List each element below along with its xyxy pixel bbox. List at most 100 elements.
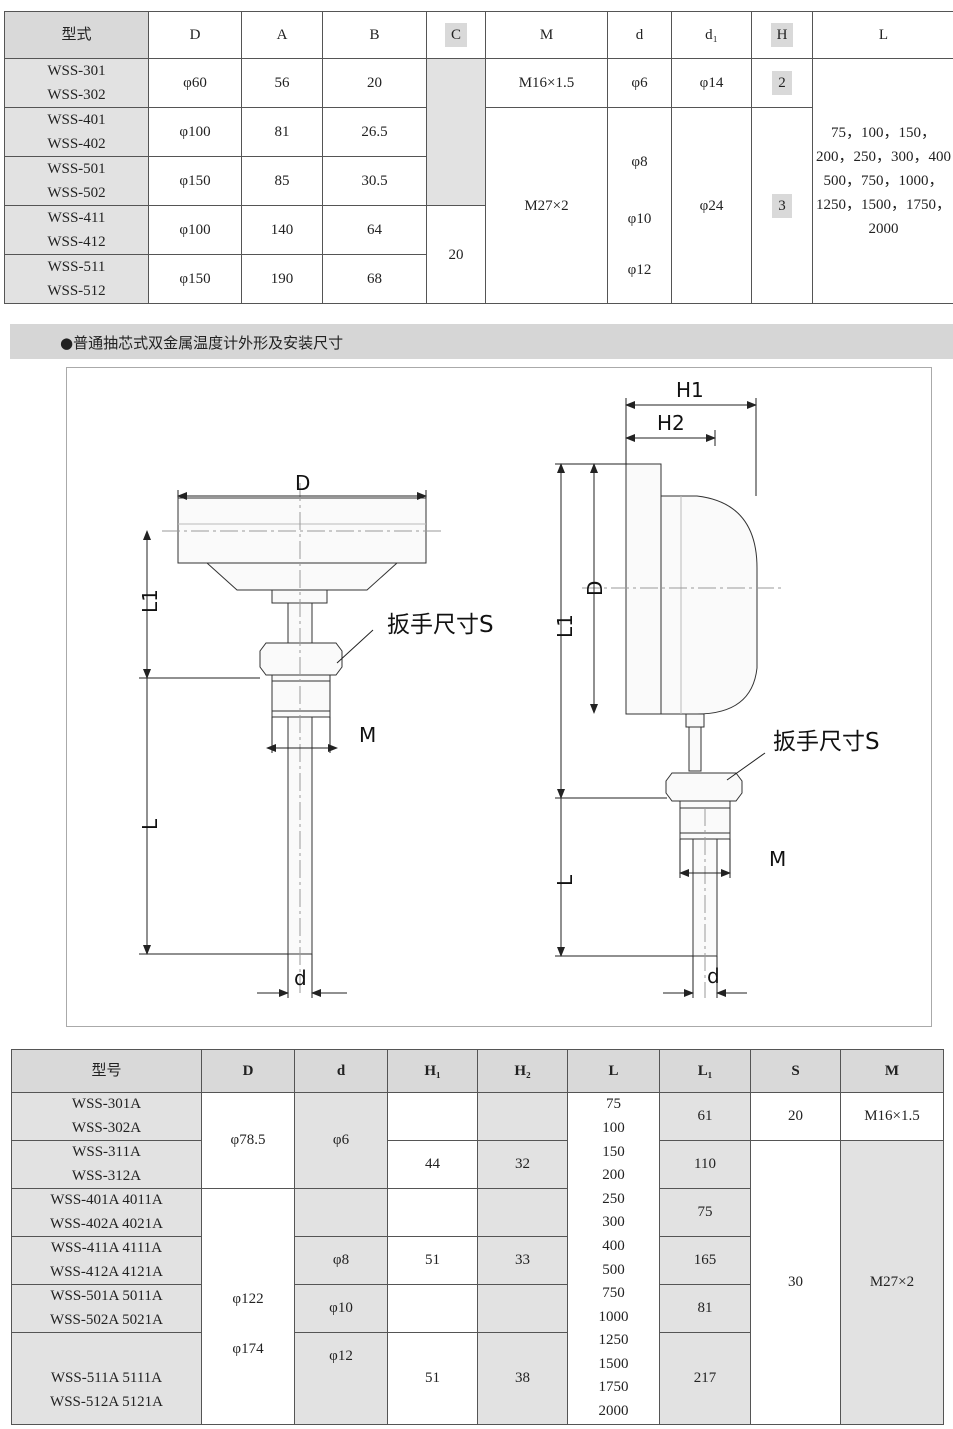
A-cell: 85	[241, 156, 323, 206]
d-cell: φ8	[294, 1236, 388, 1285]
d1-cell: φ24	[671, 107, 752, 304]
M-cell: M27×2	[840, 1140, 944, 1425]
label-M: M	[359, 723, 376, 747]
header-D: D	[201, 1049, 295, 1093]
model-cell: WSS-501 WSS-502	[4, 156, 149, 206]
header-M: M	[840, 1049, 944, 1093]
L1-cell: 75	[659, 1188, 751, 1237]
hex-nut	[665, 772, 743, 802]
model-cell: WSS-301A WSS-302A	[11, 1092, 202, 1141]
H1-cell: 44	[387, 1140, 478, 1189]
L-value: 1000	[598, 1308, 629, 1325]
B-cell: 68	[322, 254, 427, 304]
model-cell: WSS-511A 5111A WSS-512A 5121A	[11, 1332, 202, 1425]
H1-cell: 51	[387, 1236, 478, 1285]
D-cell: φ150	[148, 254, 242, 304]
L-value: 1500	[598, 1355, 629, 1372]
L-value: 300	[602, 1214, 625, 1231]
header-d1: d₁	[671, 11, 752, 59]
header-L1: L₁	[659, 1049, 751, 1093]
H2-cell-blank	[477, 1284, 568, 1333]
label-d: d	[294, 966, 307, 990]
L-value: 750	[602, 1285, 625, 1302]
header-H: H	[751, 11, 813, 59]
model-line: WSS-411A 4111A	[50, 1240, 163, 1256]
header-d: d	[607, 11, 672, 59]
model-cell: WSS-501A 5011A WSS-502A 5021A	[11, 1284, 202, 1333]
D-value: φ174	[232, 1340, 264, 1357]
L1-cell: 81	[659, 1284, 751, 1333]
H2-cell-blank	[477, 1188, 568, 1237]
L-value: 1750	[598, 1379, 629, 1396]
model-line: WSS-412A 4121A	[50, 1263, 163, 1280]
right-view	[582, 463, 785, 998]
model-cell: WSS-411 WSS-412	[4, 205, 149, 255]
H1-cell-blank	[387, 1188, 478, 1237]
C-cell-blank	[426, 58, 486, 206]
model-cell: WSS-301 WSS-302	[4, 58, 149, 108]
header-d: d	[294, 1049, 388, 1093]
section-header: ●普通抽芯式双金属温度计外形及安装尺寸	[10, 324, 953, 359]
label-M-right: M	[769, 847, 786, 871]
label-H1: H1	[676, 378, 704, 402]
model-cell: WSS-401 WSS-402	[4, 107, 149, 157]
D-cell: φ60	[148, 58, 242, 108]
H1-cell: 51	[387, 1332, 478, 1425]
L-value: 75	[606, 1096, 621, 1113]
model-line: WSS-401A 4011A	[50, 1192, 163, 1208]
D-cell: φ100	[148, 205, 242, 255]
L-value: 1250	[598, 1332, 629, 1349]
model-cell: WSS-511 WSS-512	[4, 254, 149, 304]
case-body	[660, 495, 758, 715]
C-cell: 20	[426, 205, 486, 304]
model-line: WSS-312A	[71, 1167, 142, 1184]
M-cell: M27×2	[485, 107, 608, 304]
d-cell-blank	[294, 1188, 388, 1237]
model-line: WSS-302A	[71, 1119, 142, 1136]
L-cell: 75 100 150 200 250 300 400 500 750 1000 …	[567, 1092, 660, 1425]
header-model: 型式	[4, 11, 149, 59]
S-cell: 20	[750, 1092, 841, 1141]
A-cell: 56	[241, 58, 323, 108]
L-value: 500	[602, 1261, 625, 1278]
L-value: 100	[602, 1119, 625, 1136]
L1-cell: 110	[659, 1140, 751, 1189]
model-cell: WSS-411A 4111A WSS-412A 4121A	[11, 1236, 202, 1285]
model-line: WSS-512A 5121A	[50, 1393, 163, 1410]
header-B: B	[322, 11, 427, 59]
A-cell: 81	[241, 107, 323, 157]
d-cell: φ6	[294, 1092, 388, 1189]
L-value: 150	[602, 1143, 625, 1160]
label-wrench-right: 扳手尺寸S	[773, 729, 880, 755]
label-D-right: D	[583, 581, 607, 596]
H-cell: 3	[751, 107, 813, 304]
M-cell: M16×1.5	[485, 58, 608, 108]
model-line: WSS-501A 5011A	[50, 1288, 163, 1304]
A-cell: 140	[241, 205, 323, 255]
header-model: 型号	[11, 1049, 202, 1093]
d-value: φ12	[627, 262, 652, 278]
header-H2: H₂	[477, 1049, 568, 1093]
D-value: φ122	[232, 1290, 264, 1307]
M-cell: M16×1.5	[840, 1092, 944, 1141]
header-D: D	[148, 11, 242, 59]
A-cell: 190	[241, 254, 323, 304]
header-M: M	[485, 11, 608, 59]
model-line: WSS-511A 5111A	[50, 1370, 163, 1386]
drawing-svg: D L1 L M d 扳手尺寸S H1 H2 D L1 L M d 扳手尺寸S	[138, 378, 880, 998]
model-line: WSS-402A 4021A	[50, 1215, 163, 1232]
model-line: WSS-502A 5021A	[50, 1311, 163, 1328]
model-cell: WSS-311A WSS-312A	[11, 1140, 202, 1189]
d-cell: φ6	[607, 58, 672, 108]
H-cell: 2	[751, 58, 813, 108]
H1-cell-blank	[387, 1092, 478, 1141]
H2-cell-blank	[477, 1092, 568, 1141]
B-cell: 26.5	[322, 107, 427, 157]
D-cell: φ150	[148, 156, 242, 206]
B-cell: 20	[322, 58, 427, 108]
D-cell: φ78.5	[201, 1092, 295, 1189]
B-cell: 64	[322, 205, 427, 255]
B-cell: 30.5	[322, 156, 427, 206]
label-H2: H2	[657, 411, 685, 435]
header-C: C	[426, 11, 486, 59]
